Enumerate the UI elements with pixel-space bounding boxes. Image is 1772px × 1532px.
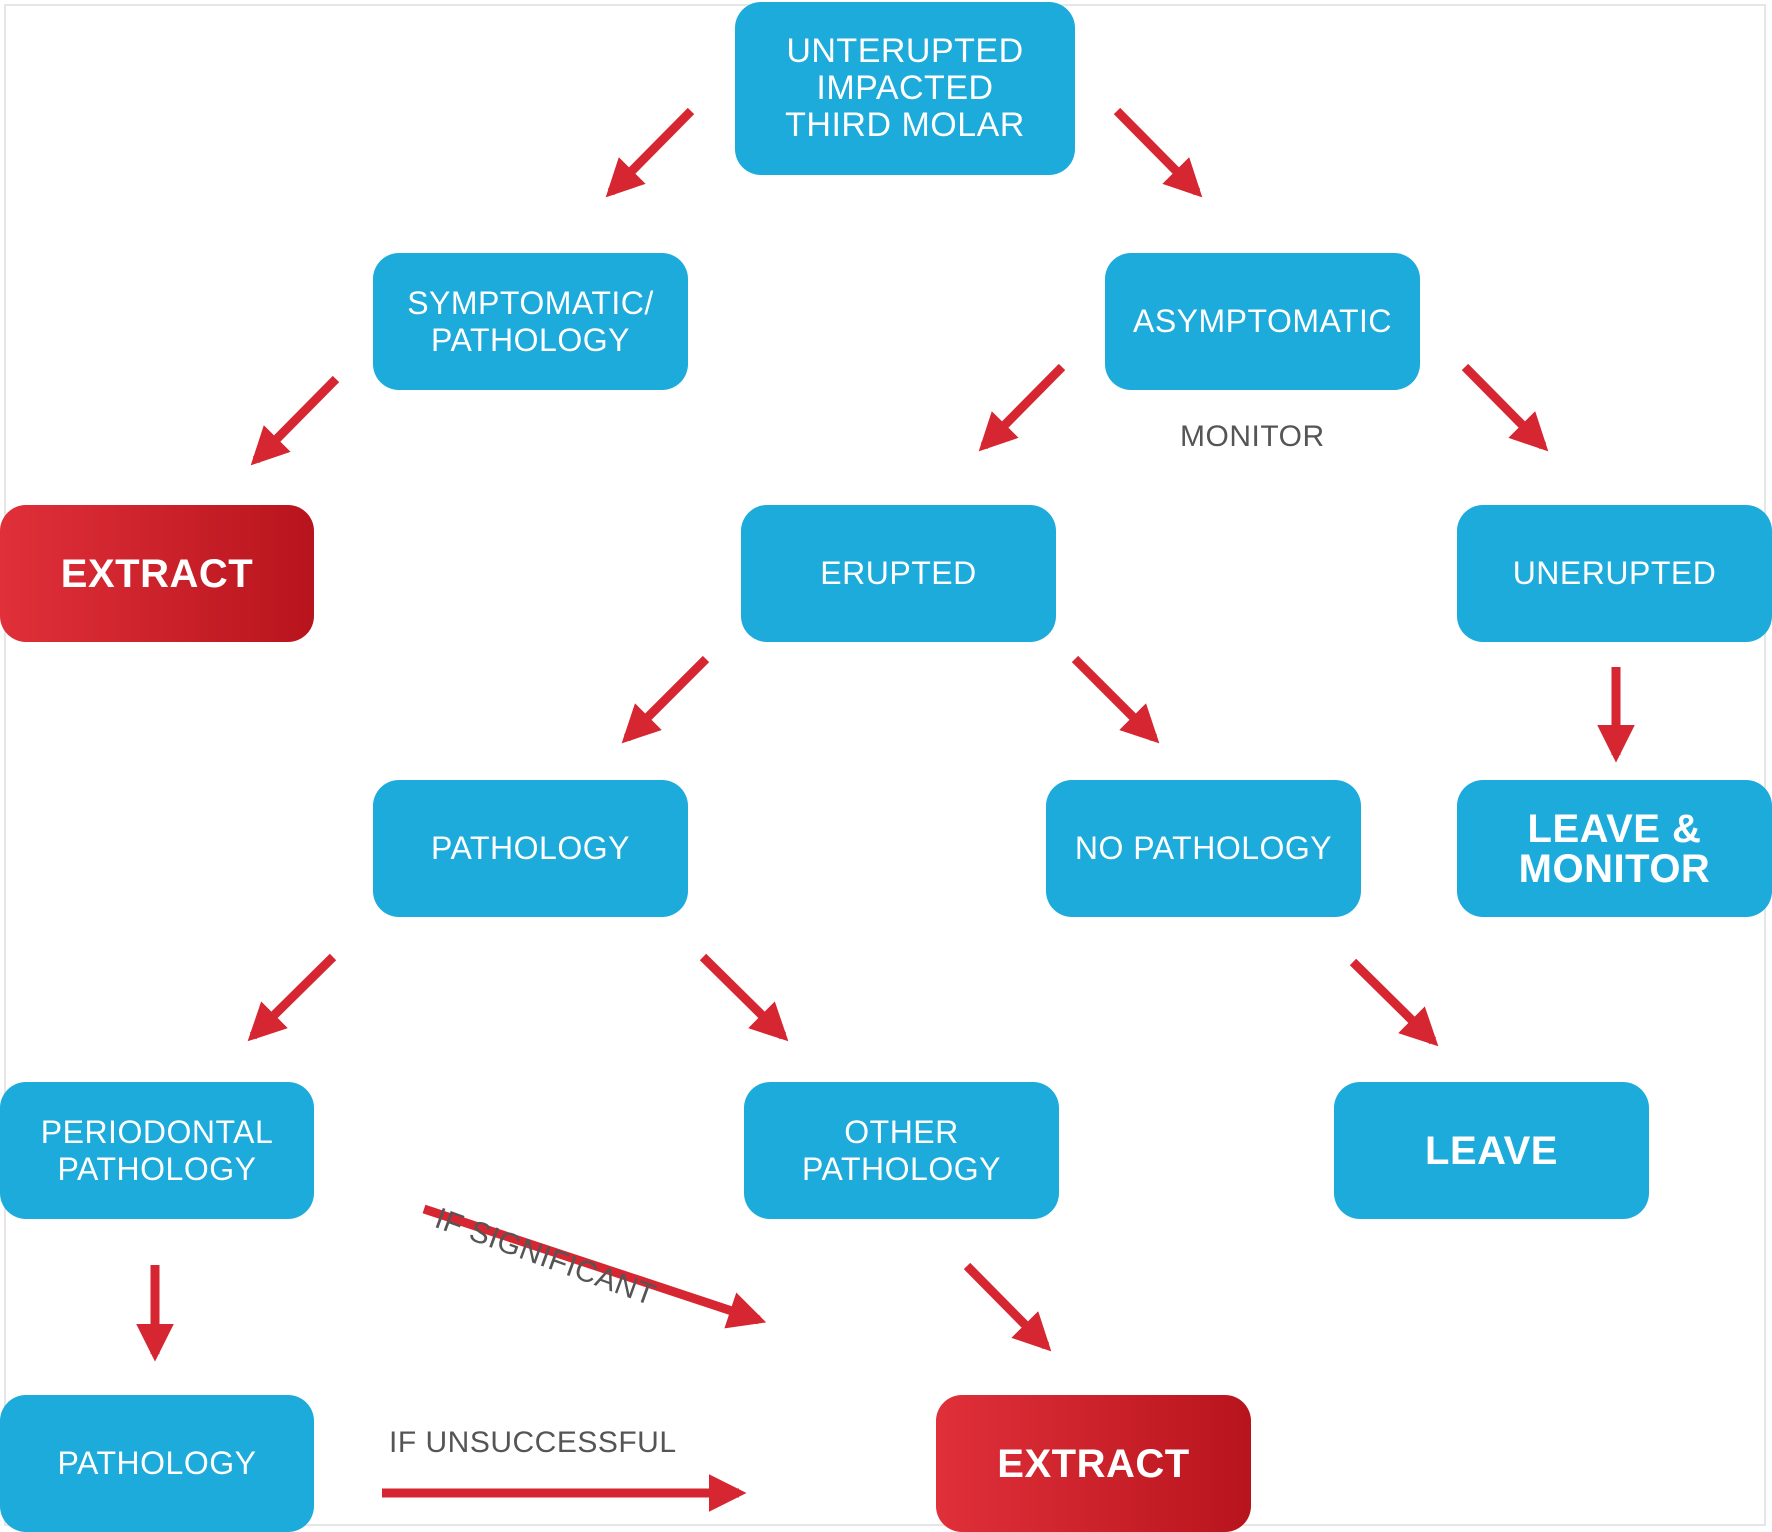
node-label: PERIODONTAL PATHOLOGY: [40, 1113, 274, 1187]
node-label: NO PATHOLOGY: [1074, 830, 1333, 866]
arrow-no-pathology-to-leave: [1349, 958, 1439, 1047]
node-asymptomatic: ASYMPTOMATIC: [1105, 253, 1420, 390]
node-no-pathology: NO PATHOLOGY: [1046, 780, 1361, 917]
arrow-other-to-extract: [963, 1262, 1052, 1352]
node-label: SYMPTOMATIC/ PATHOLOGY: [407, 284, 654, 358]
node-periodontal-pathology: PERIODONTAL PATHOLOGY: [0, 1082, 314, 1219]
arrow-root-to-asymptomatic: [1113, 107, 1203, 198]
arrow-erupted-to-no-pathology: [1071, 655, 1160, 744]
node-label: UNTERUPTED IMPACTED THIRD MOLAR: [785, 32, 1025, 144]
node-unerupted-impacted-third-molar: UNTERUPTED IMPACTED THIRD MOLAR: [735, 2, 1075, 175]
node-extract-top: EXTRACT: [0, 505, 314, 642]
node-label: PATHOLOGY: [431, 830, 630, 866]
node-leave-and-monitor: LEAVE & MONITOR: [1457, 780, 1772, 917]
arrow-pathology-to-periodontal: [247, 953, 337, 1042]
node-label: ERUPTED: [820, 555, 977, 591]
node-label: PATHOLOGY: [57, 1445, 257, 1481]
node-label: LEAVE: [1425, 1128, 1558, 1173]
node-label: EXTRACT: [997, 1441, 1190, 1486]
node-leave: LEAVE: [1334, 1082, 1649, 1219]
arrow-pathology-to-other: [699, 953, 789, 1042]
arrow-erupted-to-pathology: [621, 655, 710, 744]
node-label: ASYMPTOMATIC: [1132, 303, 1393, 339]
arrow-root-to-symptomatic: [605, 107, 695, 198]
node-label: LEAVE & MONITOR: [1518, 806, 1711, 891]
node-pathology-bottom: PATHOLOGY: [0, 1395, 314, 1532]
node-pathology: PATHOLOGY: [373, 780, 688, 917]
node-label: EXTRACT: [60, 551, 254, 596]
node-erupted: ERUPTED: [741, 505, 1056, 642]
node-extract-bottom: EXTRACT: [936, 1395, 1251, 1532]
arrow-symptomatic-to-extract: [250, 375, 340, 466]
node-other-pathology: OTHER PATHOLOGY: [744, 1082, 1059, 1219]
node-unerupted: UNERUPTED: [1457, 505, 1772, 642]
node-label: OTHER PATHOLOGY: [802, 1113, 1001, 1187]
label-monitor: MONITOR: [1180, 420, 1325, 453]
arrow-asymptomatic-to-erupted: [978, 363, 1066, 452]
arrow-if-significant: [422, 1204, 767, 1329]
label-if-unsuccessful: IF UNSUCCESSFUL: [389, 1426, 677, 1459]
arrow-asymptomatic-to-unerupted: [1461, 363, 1549, 452]
node-label: UNERUPTED: [1512, 555, 1717, 591]
node-symptomatic-pathology: SYMPTOMATIC/ PATHOLOGY: [373, 253, 688, 390]
